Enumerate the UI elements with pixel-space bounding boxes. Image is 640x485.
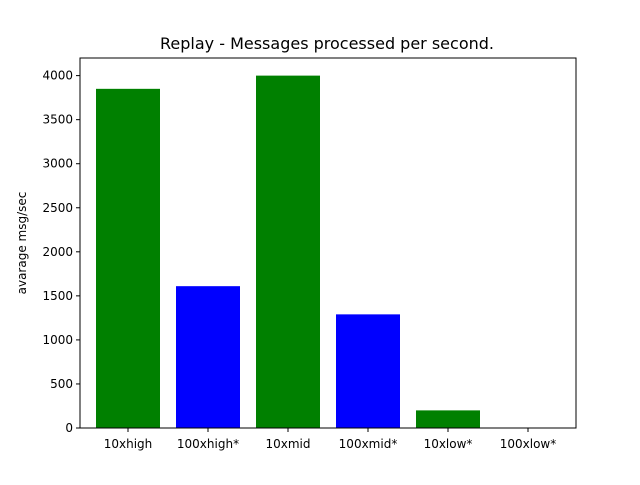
- bar-100xmid-star: [336, 314, 400, 428]
- y-tick-label: 0: [65, 421, 73, 435]
- x-tick-label: 100xhigh*: [177, 437, 239, 451]
- x-axis-ticks: 10xhigh 100xhigh* 10xmid 100xmid* 10xlow* 100…: [104, 428, 557, 451]
- y-axis-ticks: 0 500 1000 1500 2000 2500 3000 3500 4000: [42, 69, 80, 435]
- x-tick-label: 100xlow*: [500, 437, 557, 451]
- y-tick-label: 2000: [42, 245, 73, 259]
- y-tick-label: 3000: [42, 157, 73, 171]
- bar-100xhigh-star: [176, 286, 240, 428]
- y-axis-label: avarage msg/sec: [15, 192, 29, 295]
- x-tick-label: 10xlow*: [424, 437, 473, 451]
- bar-10xlow-star: [416, 410, 480, 428]
- plot-frame: [79, 57, 577, 429]
- y-tick-label: 4000: [42, 69, 73, 83]
- y-tick-label: 1000: [42, 333, 73, 347]
- bar-10xmid: [256, 75, 320, 429]
- y-tick-label: 3500: [42, 113, 73, 127]
- y-tick-label: 500: [50, 377, 73, 391]
- x-tick-label: 100xmid*: [339, 437, 398, 451]
- x-tick-label: 10xhigh: [104, 437, 153, 451]
- y-tick-label: 2500: [42, 201, 73, 215]
- chart-title: Replay - Messages processed per second.: [160, 34, 494, 53]
- x-tick-label: 10xmid: [265, 437, 310, 451]
- bar-10xhigh: [96, 88, 160, 428]
- y-tick-label: 1500: [42, 289, 73, 303]
- bars-group: [96, 75, 480, 429]
